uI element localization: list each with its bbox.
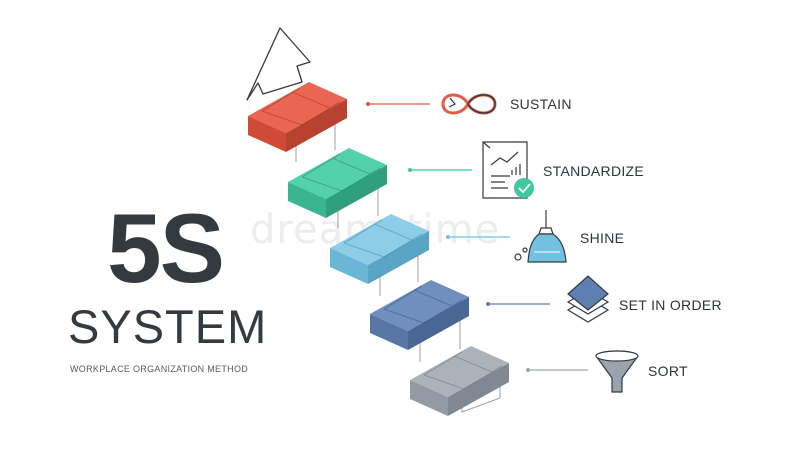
step-block-standardize (288, 148, 387, 218)
up-arrow-icon (246, 27, 311, 101)
step-block-sort (410, 346, 509, 416)
broom-icon (514, 210, 567, 263)
title-5s: 5S (107, 193, 225, 303)
stacked-layers-icon (566, 275, 610, 323)
step-block-shine (330, 214, 429, 284)
infinity-arrows-icon (441, 93, 497, 115)
step-block-set-in-order (370, 280, 469, 350)
title-system: SYSTEM (68, 300, 268, 353)
label-sort: SORT (648, 363, 688, 379)
subtitle: WORKPLACE ORGANIZATION METHOD (70, 364, 249, 374)
label-sustain: SUSTAIN (510, 96, 572, 112)
leader-lines (366, 102, 588, 372)
document-checkmark-icon (482, 141, 534, 199)
step-block-sustain (248, 82, 347, 152)
label-set-in-order: SET IN ORDER (619, 297, 722, 313)
label-standardize: STANDARDIZE (543, 163, 645, 179)
funnel-icon (595, 350, 639, 393)
label-shine: SHINE (580, 230, 625, 246)
